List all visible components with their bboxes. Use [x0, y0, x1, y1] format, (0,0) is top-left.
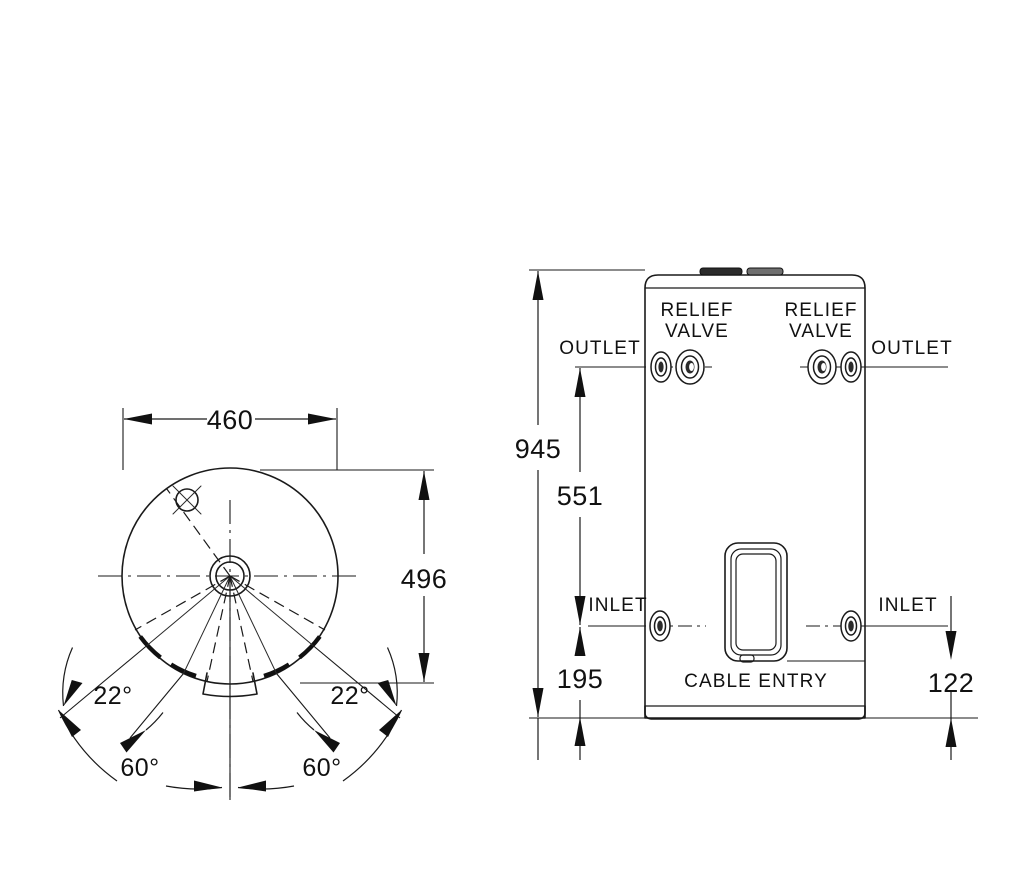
arrowhead-22-left-upper — [120, 730, 146, 753]
angle-text-22-left: 22° — [93, 682, 132, 710]
relief-right-highlight — [821, 363, 826, 371]
anode-circle — [175, 488, 199, 512]
ext-line-22-left-b — [129, 673, 184, 739]
arrowhead-945-bottom — [532, 688, 544, 717]
bracket-arc-right-inner — [263, 662, 291, 679]
radial-line-left-22 — [183, 575, 231, 674]
ext-line-22-left-a — [59, 645, 148, 719]
dim-195-inlet-height: 195 — [557, 627, 604, 760]
arrowhead-195-bottom — [574, 717, 586, 746]
radial-line-right-60 — [229, 575, 314, 646]
dim-text-460: 460 — [207, 405, 254, 435]
inlet-right-bore — [848, 620, 854, 632]
arrowhead-460-right — [308, 413, 336, 425]
relief-left-highlight — [689, 363, 694, 371]
hidden-line-left-wide — [134, 575, 231, 631]
inlet-left-label: INLET — [588, 595, 647, 616]
top-fitting-right-bar — [746, 267, 784, 276]
angle-text-60-left: 60° — [120, 754, 159, 782]
outlet-left-label: OUTLET — [559, 338, 641, 359]
plan-width-dimension: 460 — [122, 405, 338, 470]
arrowhead-496-bottom — [418, 653, 430, 682]
dim-122-inlet-to-base: 122 — [865, 596, 978, 760]
relief-valve-left-label-line2: VALVE — [665, 321, 729, 342]
outlet-left-bore — [658, 361, 664, 373]
fitting-outlet-left — [650, 351, 672, 383]
dim-text-195: 195 — [557, 664, 604, 694]
heater-base-foot — [644, 705, 866, 720]
angle-arc-22-left-lower — [145, 712, 164, 731]
dim-945-overall-height: 945 — [515, 269, 645, 719]
angle-dim-22-right: 22° — [276, 645, 401, 753]
cable-entry-tab — [739, 654, 755, 663]
fitting-inlet-right — [840, 610, 862, 642]
dim-text-945: 945 — [515, 434, 562, 464]
elevation-view-group: RELIEF VALVE RELIEF VALVE — [515, 267, 978, 760]
arrowhead-551-top — [574, 368, 586, 397]
radial-line-right-22 — [229, 575, 277, 674]
arrowhead-60-left-inner — [194, 780, 222, 792]
outlet-right-label: OUTLET — [871, 338, 953, 359]
outlet-right-bore — [848, 361, 854, 373]
hidden-line-right-wide — [229, 575, 326, 631]
arrowhead-60-left-outer — [58, 710, 81, 737]
arrowhead-60-right-inner — [238, 780, 266, 792]
cable-entry-inner-frame — [735, 553, 777, 651]
plan-view-group: 460 496 — [57, 405, 448, 800]
dim-text-551: 551 — [557, 481, 604, 511]
bracket-arc-left-outer — [138, 635, 162, 660]
plan-height-dimension: 496 — [260, 469, 448, 684]
angle-arc-60-right-a — [342, 709, 403, 782]
fitting-inlet-left — [649, 610, 671, 642]
arrowhead-60-right-outer — [379, 710, 402, 737]
arrowhead-460-left — [124, 413, 152, 425]
arrowhead-496-top — [418, 471, 430, 500]
ext-line-22-right-b — [276, 673, 331, 739]
angle-arc-22-right-upper — [386, 647, 398, 707]
fitting-relief-valve-right — [807, 349, 837, 385]
arrowhead-945-top — [532, 271, 544, 300]
angle-text-60-right: 60° — [302, 754, 341, 782]
arrowhead-122-top — [945, 631, 957, 660]
arrowhead-22-right-upper — [314, 730, 340, 753]
hidden-line-left-narrow — [206, 575, 231, 682]
anode-fitting-plan — [172, 485, 202, 515]
fitting-relief-valve-left — [675, 349, 705, 385]
relief-valve-right-label-line2: VALVE — [789, 321, 853, 342]
cable-entry-label: CABLE ENTRY — [684, 671, 828, 692]
angle-dim-60-left: 60° — [57, 709, 223, 792]
bracket-arc-right-outer — [298, 635, 322, 660]
fitting-outlet-right — [840, 351, 862, 383]
dim-551-outlet-height: 551 — [557, 368, 604, 625]
bracket-arc-left-inner — [169, 662, 197, 679]
dim-text-496: 496 — [401, 564, 448, 594]
relief-valve-right-label-line1: RELIEF — [784, 300, 857, 321]
ext-line-22-right-a — [312, 645, 401, 719]
arrowhead-195-top — [574, 627, 586, 656]
angle-dim-22-left: 22° — [59, 645, 184, 753]
angle-dim-60-right: 60° — [237, 709, 403, 792]
cable-entry-outer-frame — [724, 542, 788, 662]
angle-arc-22-left-upper — [62, 647, 74, 707]
dim-text-122: 122 — [928, 668, 975, 698]
hidden-line-right-narrow — [229, 575, 254, 682]
inlet-left-bore — [657, 620, 663, 632]
angle-text-22-right: 22° — [330, 682, 369, 710]
cable-entry-mid-frame — [730, 548, 782, 656]
arrowhead-551-bottom — [574, 596, 586, 625]
arrowhead-22-left-lower — [63, 680, 83, 706]
anode-cross-line-b — [172, 485, 202, 515]
top-fitting-left-bar — [699, 267, 743, 276]
radial-line-left-60 — [146, 575, 231, 646]
cable-entry-panel — [724, 542, 788, 663]
angle-arc-60-left-a — [57, 709, 118, 782]
relief-valve-left-label-line1: RELIEF — [660, 300, 733, 321]
arrowhead-122-bottom — [945, 718, 957, 747]
angle-arc-22-right-lower — [296, 712, 315, 731]
arrowhead-22-right-lower — [377, 680, 397, 706]
inlet-right-label: INLET — [878, 595, 937, 616]
